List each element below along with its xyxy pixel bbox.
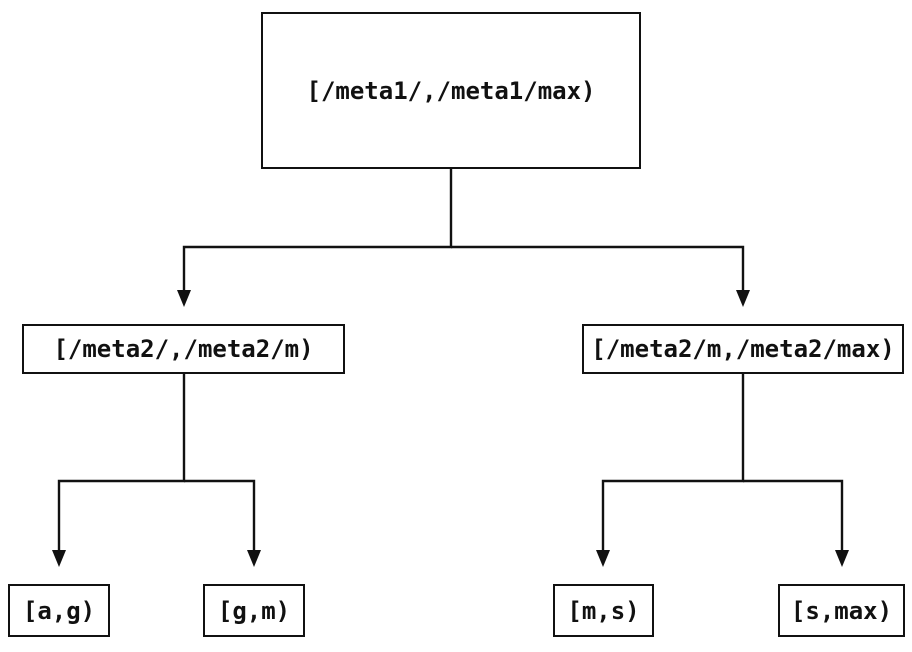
node-mid-left: [/meta2/,/meta2/m) (22, 324, 345, 374)
node-root: [/meta1/,/meta1/max) (261, 12, 641, 169)
node-mid-right-label: [/meta2/m,/meta2/max) (591, 335, 895, 363)
node-mid-left-label: [/meta2/,/meta2/m) (53, 335, 314, 363)
arrow-down-icon (736, 290, 750, 307)
arrow-down-icon (177, 290, 191, 307)
edge-mid-left-to-leaf-ag (57, 374, 186, 551)
node-leaf-gm: [g,m) (203, 584, 305, 637)
node-leaf-gm-label: [g,m) (217, 596, 291, 625)
arrow-down-icon (835, 550, 849, 567)
node-leaf-ag: [a,g) (8, 584, 110, 637)
edge-root-to-mid-right (451, 245, 745, 291)
arrow-down-icon (596, 550, 610, 567)
node-leaf-smax-label: [s,max) (790, 596, 893, 625)
node-mid-right: [/meta2/m,/meta2/max) (582, 324, 904, 374)
edge-mid-right-to-leaf-ms (601, 374, 745, 551)
arrow-down-icon (52, 550, 66, 567)
node-leaf-ms: [m,s) (553, 584, 654, 637)
edge-mid-left-to-leaf-gm (184, 479, 256, 551)
node-leaf-ag-label: [a,g) (22, 596, 96, 625)
node-root-label: [/meta1/,/meta1/max) (306, 76, 596, 105)
node-leaf-smax: [s,max) (778, 584, 905, 637)
arrow-down-icon (247, 550, 261, 567)
edge-mid-right-to-leaf-smax (743, 479, 844, 551)
edge-root-to-mid-left (182, 169, 453, 291)
node-leaf-ms-label: [m,s) (567, 596, 640, 625)
